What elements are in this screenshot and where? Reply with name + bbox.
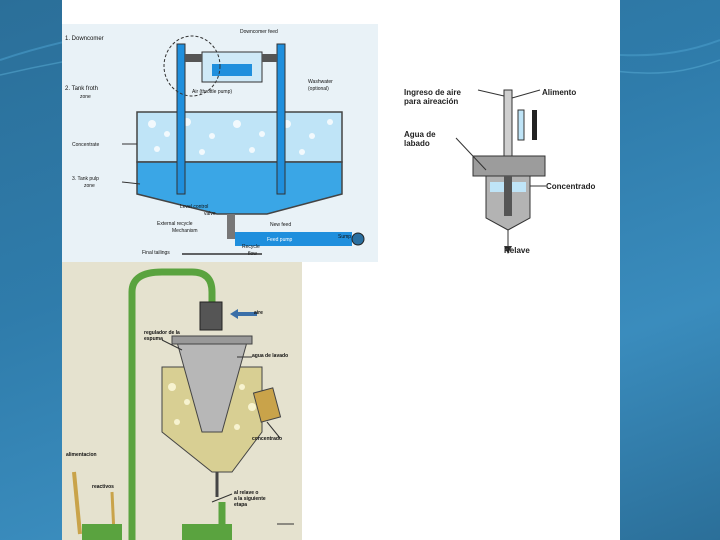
cell-schematic-drawing (455, 89, 546, 254)
flotation-cell-drawing (121, 35, 365, 255)
label-concentrate: Concentrate (72, 142, 100, 148)
cell-schematic-diagram: Ingreso de aire para aireación Alimento … (398, 78, 620, 262)
label-downcomer-feed: Downcomer feed (240, 29, 278, 35)
label-foam-regulator: regulador de la espuma (144, 330, 180, 342)
label-air-intake: Ingreso de aire para aireación (404, 88, 461, 106)
label-new-feed: New feed (270, 222, 292, 228)
label-sump: Sump (338, 234, 352, 240)
label-wash-water: Agua de labado (404, 130, 436, 148)
label-froth-zone: zone (80, 94, 91, 100)
label-mechanism: Mechanism (172, 228, 198, 234)
illustrated-cell-diagram: aire regulador de la espuma agua de lava… (62, 262, 302, 540)
label-wash-water: agua de lavado (252, 353, 289, 359)
illustrated-cell-drawing (72, 268, 294, 540)
label-level-control: Level control (180, 204, 209, 210)
label-recycle: Recycle (242, 244, 260, 250)
label-tank-pulp: 3. Tank pulp (72, 176, 99, 182)
label-tailings: Relave (504, 246, 530, 255)
label-pulp-zone: zone (84, 183, 95, 189)
label-air: Air (throttle pump) (192, 89, 233, 95)
label-concentrate: concentrado (252, 436, 283, 442)
label-feed-pump: Feed pump (267, 237, 293, 243)
label-final-tailings: Final tailings (142, 250, 170, 256)
label-concentrate: Concentrado (546, 182, 596, 191)
label-to-next-stage: al relave o a la siguiente etapa (234, 490, 266, 508)
label-feeding: alimentacion (66, 452, 97, 458)
label-flow: flow (248, 251, 257, 257)
flotation-cell-diagram: 1. Downcomer Downcomer feed 2. Tank frot… (62, 24, 378, 262)
label-valve: valve (204, 211, 216, 217)
label-downcomer: 1. Downcomer (65, 36, 104, 42)
label-air: aire (254, 310, 263, 316)
label-washwater: Washwater (308, 79, 333, 85)
label-external-recycle: External recycle (157, 221, 193, 227)
label-tank-froth: 2. Tank froth (65, 86, 98, 92)
label-optional: (optional) (308, 86, 329, 92)
label-reagents: reactivos (92, 484, 114, 490)
label-feed: Alimento (542, 88, 577, 97)
